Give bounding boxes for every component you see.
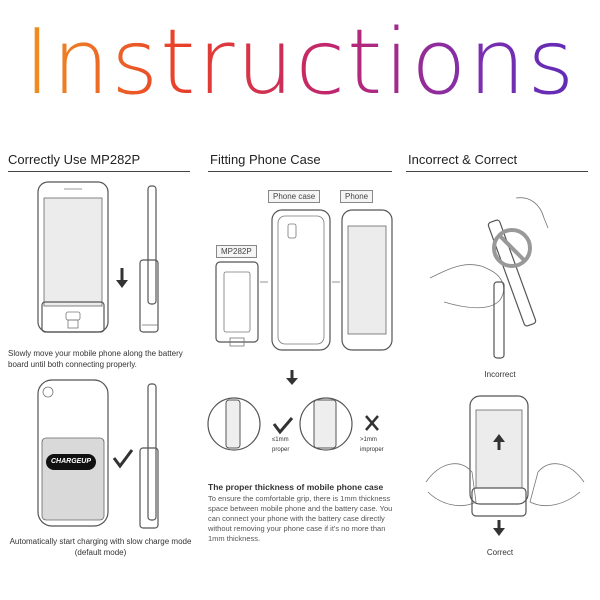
tag-improper-value: >1mm	[360, 437, 377, 443]
label-phone: Phone	[340, 190, 374, 203]
label-mp282p: MP282P	[216, 245, 257, 258]
page-title: Instructions	[0, 18, 600, 108]
down-arrow-icon	[286, 370, 298, 385]
thickness-body: To ensure the comfortable grip, there is…	[208, 494, 393, 543]
incorrect-usage-illustration	[429, 197, 549, 359]
heading-incorrect-correct: Incorrect & Correct	[408, 152, 518, 167]
tag-proper-value: ≤1mm	[272, 437, 289, 443]
divider	[406, 171, 588, 172]
case-fitting-illustration	[215, 209, 393, 351]
phone-slide-illustration	[37, 181, 159, 333]
correct-usage-illustration	[425, 395, 585, 536]
tag-improper: improper	[360, 447, 384, 453]
thickness-title: The proper thickness of mobile phone cas…	[208, 482, 384, 492]
label-incorrect: Incorrect	[484, 370, 516, 379]
heading-fitting-case: Fitting Phone Case	[210, 152, 321, 167]
tag-proper: proper	[272, 447, 290, 453]
thickness-comparison-illustration	[207, 397, 379, 451]
caption-slide: Slowly move your mobile phone along the …	[8, 349, 183, 369]
label-correct: Correct	[486, 548, 514, 557]
divider	[8, 171, 190, 172]
divider	[208, 171, 392, 172]
chargeup-logo: CHARGEUP	[46, 454, 96, 470]
label-phone-case: Phone case	[268, 190, 321, 203]
caption-auto-charge: Automatically start charging with slow c…	[9, 537, 192, 557]
heading-correct-use: Correctly Use MP282P	[8, 152, 141, 167]
